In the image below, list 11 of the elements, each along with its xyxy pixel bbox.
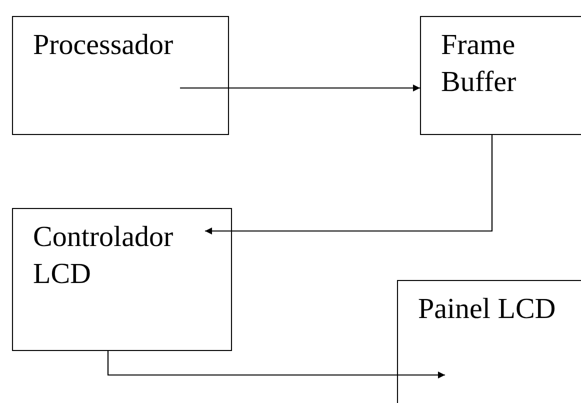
arrow bbox=[107, 351, 445, 379]
box-label: Painel LCD bbox=[418, 292, 556, 327]
box-label: Processador bbox=[33, 28, 174, 63]
process-box bbox=[12, 16, 229, 135]
box-label: Frame Buffer bbox=[441, 28, 518, 100]
process-box bbox=[12, 208, 232, 351]
process-box bbox=[420, 16, 581, 135]
process-box bbox=[397, 280, 581, 403]
arrow bbox=[205, 135, 493, 235]
arrow bbox=[180, 84, 420, 92]
box-label: Controlador LCD bbox=[33, 220, 174, 292]
